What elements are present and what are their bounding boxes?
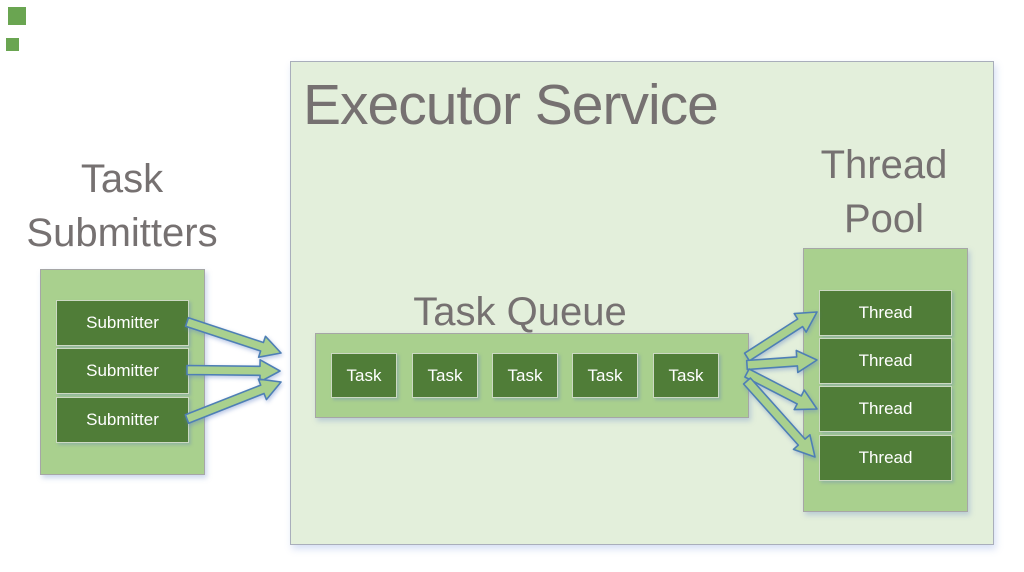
thread-box: Thread	[819, 338, 952, 384]
submitter-box: Submitter	[56, 397, 189, 443]
thread-box: Thread	[819, 290, 952, 336]
decor-square-large	[8, 7, 26, 25]
task-box: Task	[412, 353, 478, 398]
task-box: Task	[653, 353, 719, 398]
thread-box: Thread	[819, 386, 952, 432]
thread-pool-container: Thread Thread Thread Thread	[803, 248, 968, 512]
thread-pool-label: Thread Pool	[820, 143, 948, 241]
task-box: Task	[572, 353, 638, 398]
task-queue-container: Task Task Task Task Task	[315, 333, 749, 418]
executor-service-title: Executor Service	[303, 73, 719, 137]
decor-square-small	[6, 38, 19, 51]
task-submitters-container: Submitter Submitter Submitter	[40, 269, 205, 475]
thread-box: Thread	[819, 435, 952, 481]
task-box: Task	[331, 353, 397, 398]
submitter-box: Submitter	[56, 300, 189, 346]
task-queue-label: Task Queue	[413, 290, 627, 334]
submitter-box: Submitter	[56, 348, 189, 394]
task-submitters-label: Task Submitters	[26, 157, 218, 255]
task-box: Task	[492, 353, 558, 398]
